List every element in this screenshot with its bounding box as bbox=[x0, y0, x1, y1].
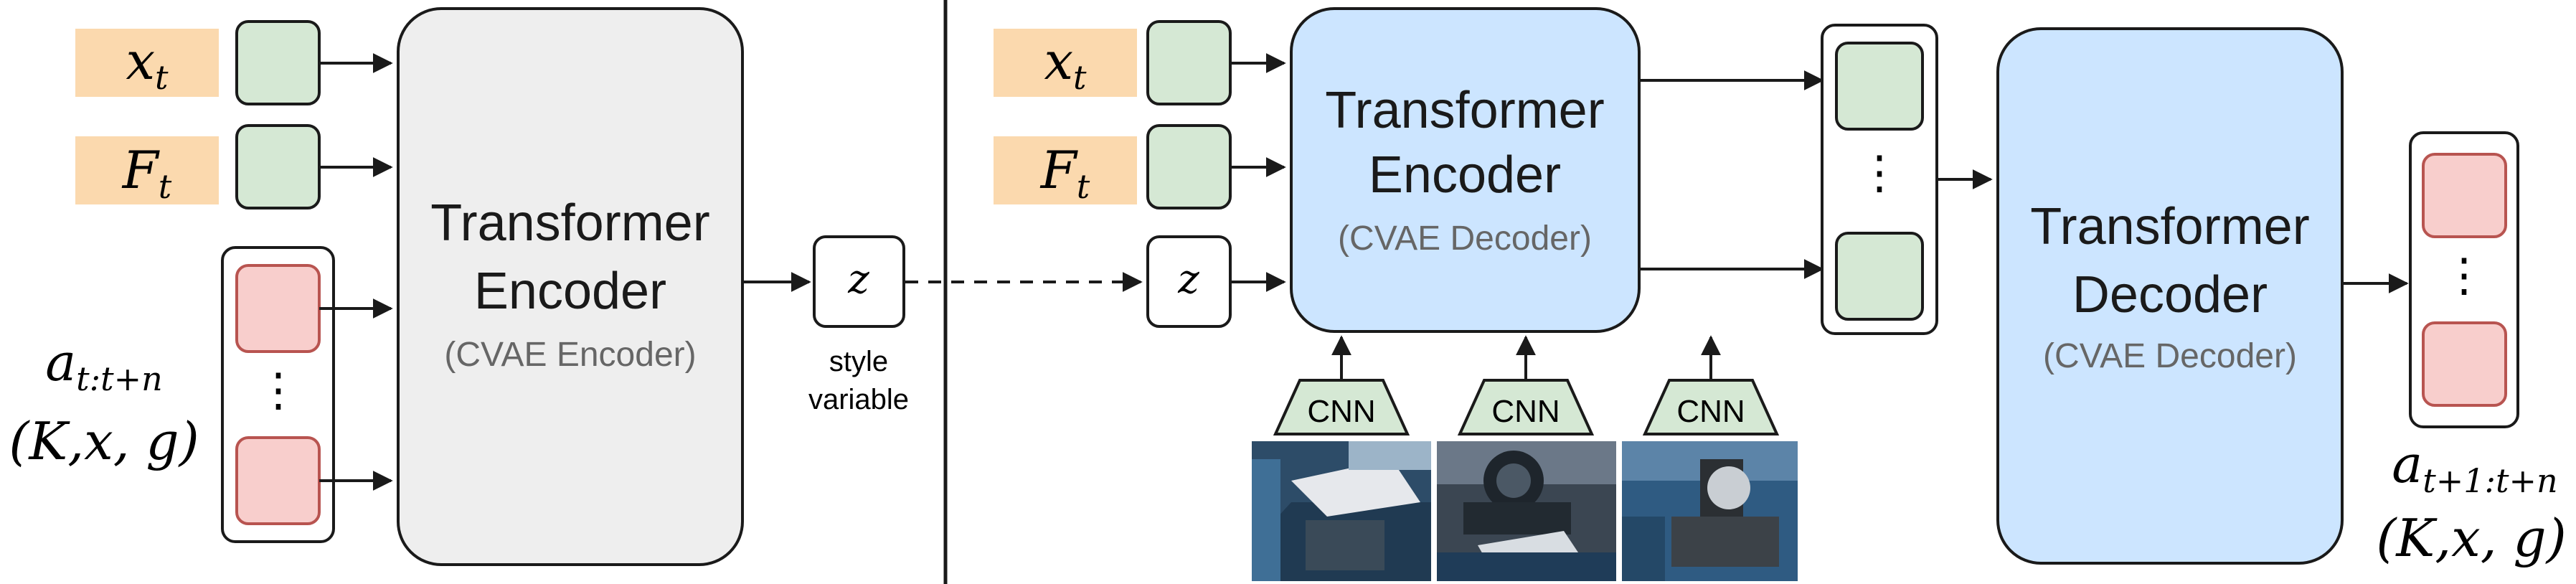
right-encoder-subtitle: (CVAE Decoder) bbox=[1338, 220, 1592, 258]
f-subscript: t bbox=[159, 167, 172, 206]
f-subscript: t bbox=[1077, 167, 1090, 206]
decoder-z-symbol: z bbox=[1177, 256, 1199, 303]
z-caption-line1: style bbox=[829, 346, 888, 377]
transformer-encoder-cvae-encoder bbox=[397, 7, 744, 566]
a-symbol: a bbox=[45, 332, 76, 392]
f-symbol: F bbox=[1039, 140, 1079, 200]
x-symbol: x bbox=[1044, 31, 1073, 91]
x-symbol: x bbox=[126, 31, 155, 91]
left-encoder-subtitle: (CVAE Encoder) bbox=[444, 336, 696, 374]
z-caption-line2: variable bbox=[808, 384, 909, 415]
output-dots: ⋮ bbox=[2441, 249, 2487, 301]
x-subscript: t bbox=[1073, 58, 1087, 97]
latent-token-top bbox=[1835, 42, 1924, 131]
latent-token-bottom bbox=[1835, 232, 1924, 321]
camera-image-3 bbox=[1622, 441, 1798, 581]
decoder-token-f-t bbox=[1146, 124, 1232, 209]
right-encoder-title-2: Encoder bbox=[1369, 146, 1561, 204]
camera-image-1 bbox=[1252, 441, 1431, 581]
action-label-tuple: (K,x, g) bbox=[9, 411, 199, 471]
action-token-top bbox=[235, 264, 321, 353]
decoder-title-1: Transformer bbox=[2030, 198, 2309, 255]
token-f-t bbox=[235, 124, 321, 209]
cnn-label-3: CNN bbox=[1676, 394, 1745, 429]
decoder-title-2: Decoder bbox=[2072, 266, 2268, 324]
transformer-encoder-cvae-decoder bbox=[1290, 7, 1641, 333]
left-panel: xt Ft ⋮ at:t+n (K,x, g) Transformer bbox=[9, 7, 1143, 566]
cnn-block-2: CNN bbox=[1457, 335, 1595, 435]
transformer-decoder-cvae-decoder bbox=[1996, 27, 2344, 565]
camera-image-2 bbox=[1437, 441, 1616, 581]
input-label-f-t: Ft bbox=[75, 136, 219, 206]
svg-text:Ft: Ft bbox=[121, 140, 172, 206]
action-dots: ⋮ bbox=[255, 364, 301, 415]
output-action-token-bottom bbox=[2422, 321, 2507, 407]
left-encoder-title-2: Encoder bbox=[474, 263, 666, 320]
right-panel: xt Ft z Transformer Encoder (CVAE Decode… bbox=[994, 7, 2567, 581]
input-label-x-t: xt bbox=[75, 29, 219, 97]
x-subscript: t bbox=[155, 58, 169, 97]
svg-text:Ft: Ft bbox=[1039, 140, 1090, 206]
decoder-token-x-t bbox=[1146, 20, 1232, 105]
token-x-t bbox=[235, 20, 321, 105]
svg-text:xt: xt bbox=[126, 31, 169, 97]
a-subscript: t+1:t+n bbox=[2422, 461, 2557, 500]
svg-text:xt: xt bbox=[1044, 31, 1087, 97]
action-label-a: at:t+n bbox=[45, 332, 163, 398]
decoder-subtitle: (CVAE Decoder) bbox=[2043, 337, 2297, 375]
output-label-a: at+1:t+n bbox=[2392, 434, 2557, 500]
cnn-label-1: CNN bbox=[1307, 394, 1375, 429]
cnn-block-3: CNN bbox=[1642, 335, 1780, 435]
cnn-label-2: CNN bbox=[1491, 394, 1560, 429]
cnn-block-1: CNN bbox=[1273, 335, 1410, 435]
z-style-variable-box bbox=[813, 235, 905, 328]
a-subscript: t:t+n bbox=[76, 359, 163, 398]
output-action-token-top bbox=[2422, 153, 2507, 238]
latent-dots: ⋮ bbox=[1856, 146, 1902, 198]
output-label-tuple: (K,x, g) bbox=[2376, 508, 2566, 568]
z-symbol: z bbox=[847, 256, 869, 303]
f-symbol: F bbox=[121, 140, 161, 200]
decoder-input-label-f-t: Ft bbox=[994, 136, 1137, 206]
a-symbol: a bbox=[2392, 434, 2422, 494]
right-encoder-title-1: Transformer bbox=[1325, 82, 1604, 139]
action-token-bottom bbox=[235, 436, 321, 525]
left-encoder-title-1: Transformer bbox=[430, 194, 709, 252]
decoder-input-label-x-t: xt bbox=[994, 29, 1137, 97]
